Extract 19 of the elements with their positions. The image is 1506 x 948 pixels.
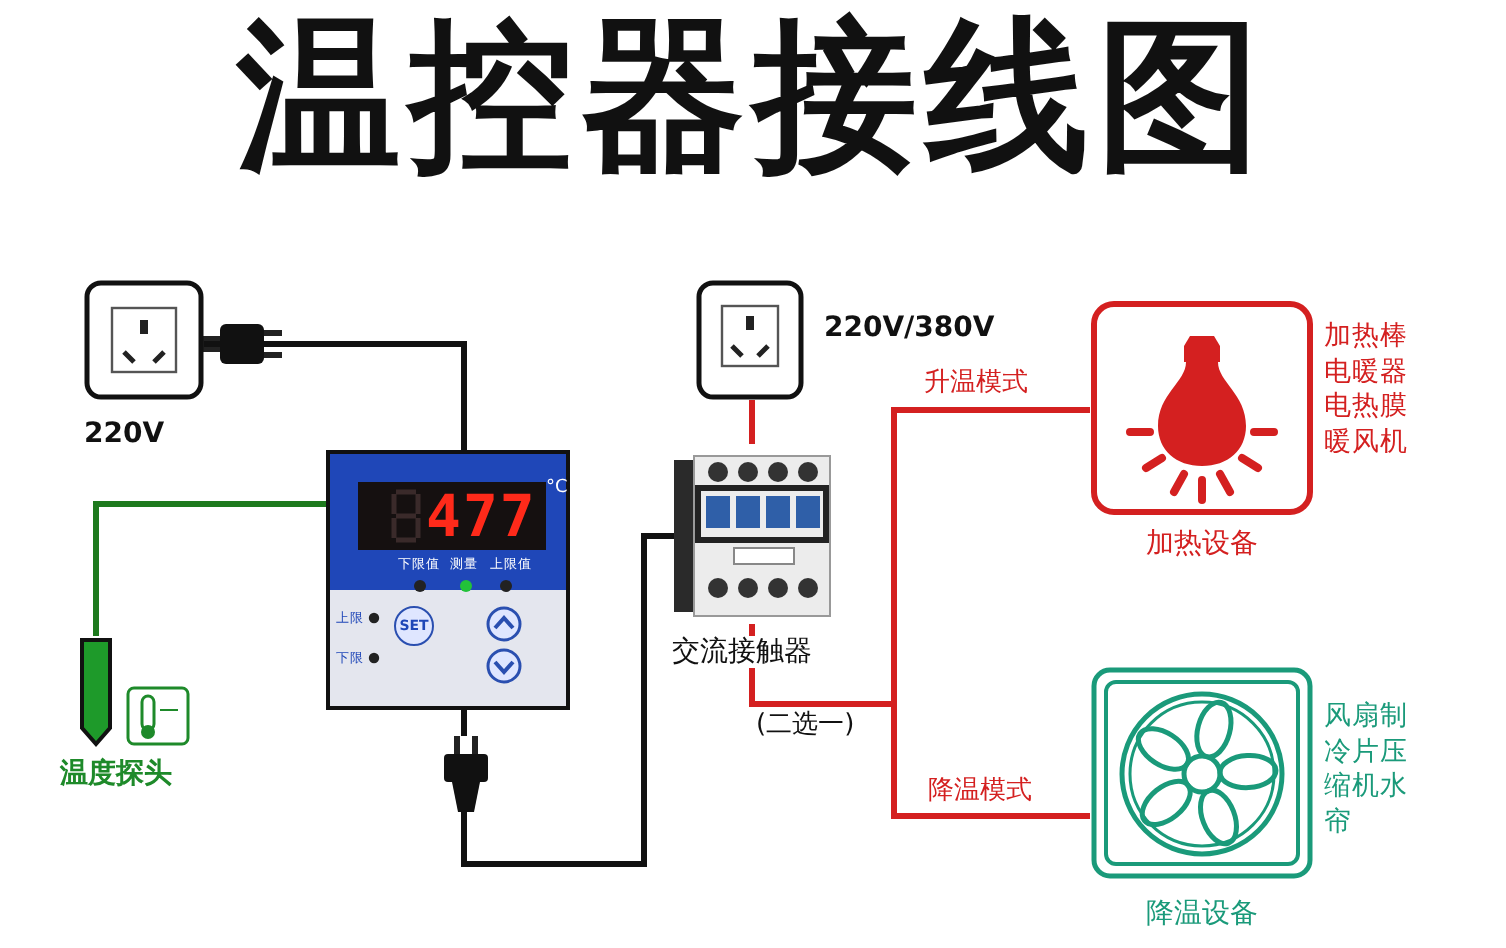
wire bbox=[749, 400, 755, 444]
wire bbox=[461, 533, 674, 867]
edge-label: 升温模式 bbox=[922, 368, 1030, 398]
device-caption: 降温设备 bbox=[1146, 900, 1258, 928]
note-label: (二选一) bbox=[756, 712, 855, 738]
probe-caption: 温度探头 bbox=[60, 760, 172, 788]
device-list: 加热棒电暖器电热膜暖风机 bbox=[1324, 320, 1414, 461]
voltage-label: 220V bbox=[84, 420, 165, 448]
thermostat-panel bbox=[326, 450, 570, 710]
device-caption: 交流接触器 bbox=[670, 636, 814, 668]
wire bbox=[93, 501, 326, 636]
device-list: 风扇制冷片压缩机水帘 bbox=[1324, 700, 1414, 841]
wire bbox=[461, 710, 467, 736]
display-readout: 477 bbox=[426, 488, 537, 546]
title: 温控器接线图 bbox=[234, 16, 1271, 180]
device-caption: 加热设备 bbox=[1146, 530, 1258, 558]
edge-label: 降温模式 bbox=[926, 776, 1034, 806]
voltage-label: 220V/380V bbox=[824, 314, 995, 342]
wire bbox=[204, 341, 467, 450]
